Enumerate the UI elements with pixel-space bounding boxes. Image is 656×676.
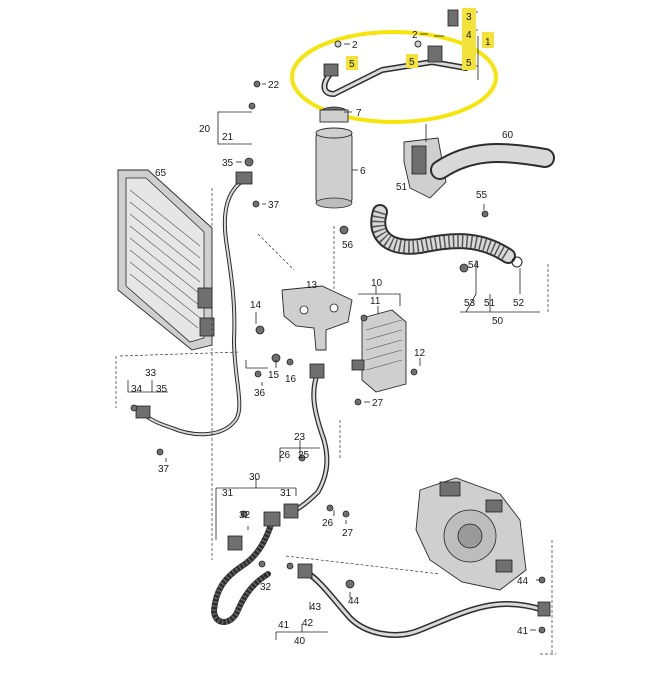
- label-55: 55: [476, 190, 488, 201]
- highlight-boxes: [346, 8, 494, 70]
- label-33: 33: [145, 368, 157, 379]
- label-31b: 31: [280, 488, 292, 499]
- label-35a: 35: [222, 158, 234, 169]
- label-37b: 37: [158, 464, 170, 475]
- ac-compressor: [415, 477, 527, 591]
- label-36: 36: [254, 388, 266, 399]
- label-51b: 51: [484, 298, 496, 309]
- label-37a: 37: [268, 200, 280, 211]
- refrigerant-line-middle: [283, 363, 330, 519]
- label-34: 34: [131, 384, 143, 395]
- label-56: 56: [342, 240, 354, 251]
- label-5a: 5: [349, 59, 355, 70]
- label-4: 4: [466, 30, 472, 41]
- label-52: 52: [513, 298, 525, 309]
- corrugated-hose: [370, 204, 523, 268]
- receiver-dryer: [315, 106, 353, 209]
- label-12: 12: [414, 348, 426, 359]
- label-65: 65: [155, 168, 167, 179]
- condenser: [117, 169, 215, 351]
- label-60: 60: [502, 130, 514, 141]
- label-31a: 31: [222, 488, 234, 499]
- label-21: 21: [222, 132, 234, 143]
- part-labels: 1 2 2 3 4 5 5 5 6 7 10 11 12 13 14 15 16…: [131, 12, 529, 647]
- label-30: 30: [249, 472, 261, 483]
- label-22: 22: [268, 80, 280, 91]
- label-25: 25: [298, 450, 310, 461]
- label-41b: 41: [517, 626, 529, 637]
- label-44b: 44: [517, 576, 529, 587]
- label-6: 6: [360, 166, 366, 177]
- label-42: 42: [302, 618, 314, 629]
- expansion-valve: [403, 124, 447, 199]
- label-35b: 35: [156, 384, 168, 395]
- label-32b: 32: [260, 582, 272, 593]
- label-7: 7: [356, 108, 362, 119]
- refrigerant-line-bottom: [297, 563, 551, 638]
- label-51a: 51: [396, 182, 408, 193]
- label-10: 10: [371, 278, 383, 289]
- label-23: 23: [294, 432, 306, 443]
- label-41a: 41: [278, 620, 290, 631]
- leader-lines: [115, 11, 556, 655]
- refrigerant-line-left: [135, 171, 253, 437]
- label-50: 50: [492, 316, 504, 327]
- label-15: 15: [268, 370, 280, 381]
- label-11: 11: [370, 296, 381, 307]
- label-27b: 27: [342, 528, 354, 539]
- label-16: 16: [285, 374, 297, 385]
- highlight-ellipse: [290, 30, 498, 124]
- refrigerant-line-highlighted: [321, 9, 469, 97]
- label-5b: 5: [409, 57, 415, 68]
- label-20: 20: [199, 124, 211, 135]
- label-2b: 2: [412, 30, 418, 41]
- fasteners: [130, 80, 546, 634]
- label-53: 53: [464, 298, 476, 309]
- label-40: 40: [294, 636, 306, 647]
- label-54: 54: [468, 260, 480, 271]
- label-27a: 27: [372, 398, 384, 409]
- label-1: 1: [485, 37, 491, 48]
- label-26b: 26: [322, 518, 334, 529]
- chiller-heat-exchanger: [351, 309, 407, 393]
- label-43: 43: [310, 602, 322, 613]
- label-13: 13: [306, 280, 318, 291]
- label-2a: 2: [352, 40, 358, 51]
- label-26a: 26: [279, 450, 291, 461]
- refrigerant-line-lower-left: [211, 511, 281, 625]
- label-32a: 32: [239, 510, 251, 521]
- label-3: 3: [466, 12, 472, 23]
- mounting-bracket: [281, 285, 353, 351]
- label-44a: 44: [348, 596, 360, 607]
- suction-hose-large: [430, 143, 555, 180]
- label-5c: 5: [466, 58, 472, 69]
- label-14: 14: [250, 300, 262, 311]
